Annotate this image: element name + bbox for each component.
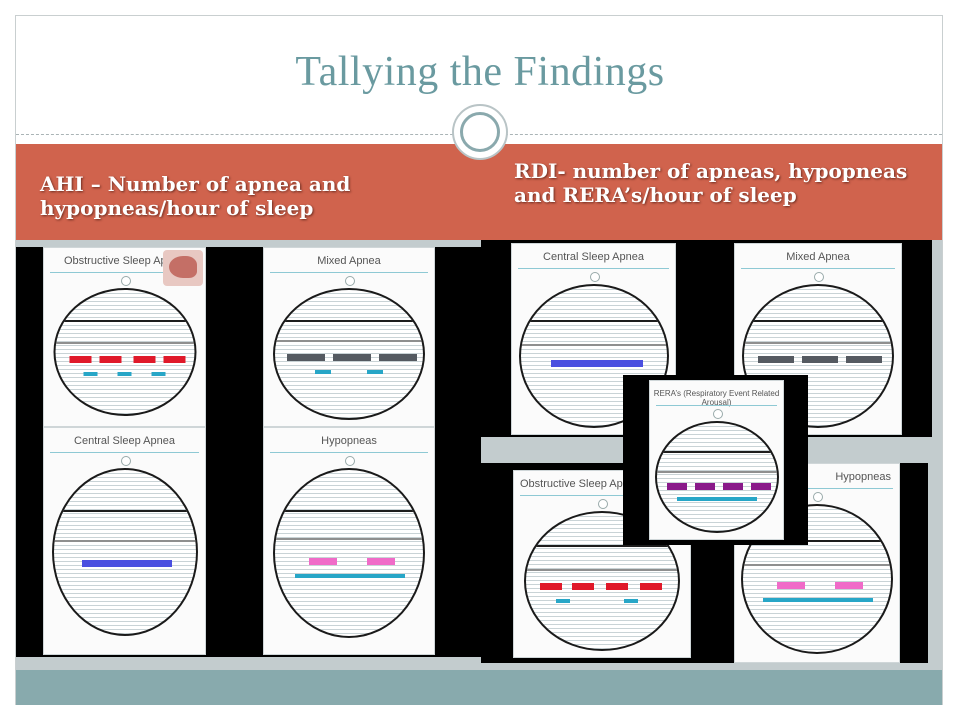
panel-label: RERA’s (Respiratory Event Related Arousa… <box>653 389 780 407</box>
eeg-trace <box>743 564 891 566</box>
eeg-trace <box>275 320 423 322</box>
event-marker <box>333 354 371 361</box>
panel-label: Obstructive Sleep Apnea <box>63 255 186 267</box>
panel-label: Central Sleep Apnea <box>74 435 175 447</box>
panel-central-sleep-apnea: Central Sleep Apnea <box>43 427 206 655</box>
panel-label: Central Sleep Apnea <box>543 251 644 263</box>
heading-band <box>16 144 942 240</box>
panel-central-sleep-apnea-rdi: Central Sleep Apnea <box>511 243 676 435</box>
panel-mixed-apnea: Mixed Apnea <box>263 247 435 427</box>
event-marker <box>758 356 794 363</box>
ring-ornament-icon <box>452 104 508 160</box>
event-marker <box>81 560 172 567</box>
eeg-trace <box>53 540 196 542</box>
event-marker <box>309 558 337 565</box>
event-marker <box>694 483 715 490</box>
panel-label: Mixed Apnea <box>317 255 381 267</box>
panel-divider <box>656 405 777 406</box>
desat-marker <box>556 599 570 603</box>
panel-pin-icon <box>712 409 723 419</box>
desat-marker <box>676 497 757 501</box>
panel-label: Hypopneas <box>321 435 377 447</box>
footer-bar <box>16 670 942 705</box>
panel-divider <box>270 452 428 453</box>
event-marker <box>846 356 882 363</box>
eeg-trace <box>656 471 777 473</box>
left-heading: AHI – Number of apnea and hypopneas/hour… <box>40 172 351 220</box>
panel-pin-icon <box>589 272 600 282</box>
event-marker <box>540 583 562 590</box>
eeg-lens <box>273 288 425 420</box>
event-marker <box>367 558 395 565</box>
event-marker <box>802 356 838 363</box>
panel-divider <box>741 268 895 269</box>
event-marker <box>777 582 805 589</box>
eeg-trace <box>520 344 667 346</box>
eeg-trace <box>520 320 667 322</box>
panel-rera: RERA’s (Respiratory Event Related Arousa… <box>649 380 784 540</box>
panel-hypopneas: Hypopneas <box>263 427 435 655</box>
eeg-lens <box>654 421 779 533</box>
panel-divider <box>741 488 893 489</box>
event-marker <box>722 483 743 490</box>
desat-marker <box>315 370 331 374</box>
eeg-lens <box>51 468 198 636</box>
eeg-trace <box>526 545 678 547</box>
panel-divider <box>50 452 199 453</box>
desat-marker <box>295 574 405 578</box>
slide-title: Tallying the Findings <box>295 49 665 95</box>
panel-divider <box>50 272 199 273</box>
eeg-trace <box>744 342 892 344</box>
panel-pin-icon <box>345 456 355 466</box>
event-marker <box>606 583 628 590</box>
panel-pin-icon <box>120 456 131 466</box>
event-marker <box>835 582 863 589</box>
panel-pin-icon <box>120 276 131 286</box>
eeg-lens <box>53 288 196 416</box>
event-marker <box>379 354 417 361</box>
desat-marker <box>83 372 97 376</box>
airway-diagram-thumbnail <box>163 250 203 286</box>
panel-label: Obstructive Sleep Apnea <box>520 478 642 490</box>
eeg-trace <box>526 569 678 571</box>
event-marker <box>572 583 594 590</box>
panel-divider <box>520 495 684 496</box>
desat-marker <box>763 598 873 602</box>
eeg-trace <box>275 510 423 512</box>
event-marker <box>750 483 771 490</box>
right-heading: RDI- number of apneas, hypopneas and RER… <box>514 159 908 207</box>
panel-pin-icon <box>345 276 355 286</box>
eeg-trace <box>744 320 892 322</box>
eeg-lens <box>273 468 425 638</box>
event-marker <box>99 356 121 363</box>
desat-marker <box>117 372 131 376</box>
eeg-trace <box>656 451 777 453</box>
event-marker <box>287 354 325 361</box>
eeg-trace <box>55 342 194 344</box>
desat-marker <box>151 372 165 376</box>
event-marker <box>640 583 662 590</box>
panel-divider <box>270 272 428 273</box>
panel-divider <box>518 268 669 269</box>
eeg-trace <box>55 320 194 322</box>
eeg-trace <box>275 538 423 540</box>
panel-pin-icon <box>814 272 824 282</box>
event-marker <box>163 356 185 363</box>
event-marker <box>69 356 91 363</box>
event-marker <box>550 360 643 367</box>
panel-label: Hypopneas <box>835 471 891 483</box>
eeg-trace <box>743 540 891 542</box>
panel-pin-icon <box>813 492 823 502</box>
desat-marker <box>624 599 638 603</box>
panel-obstructive-sleep-apnea-rdi: Obstructive Sleep Apnea <box>513 470 691 658</box>
event-marker <box>666 483 687 490</box>
panel-label: Mixed Apnea <box>786 251 850 263</box>
eeg-trace <box>275 340 423 342</box>
desat-marker <box>367 370 383 374</box>
eeg-trace <box>53 510 196 512</box>
panel-pin-icon <box>598 499 608 509</box>
event-marker <box>133 356 155 363</box>
